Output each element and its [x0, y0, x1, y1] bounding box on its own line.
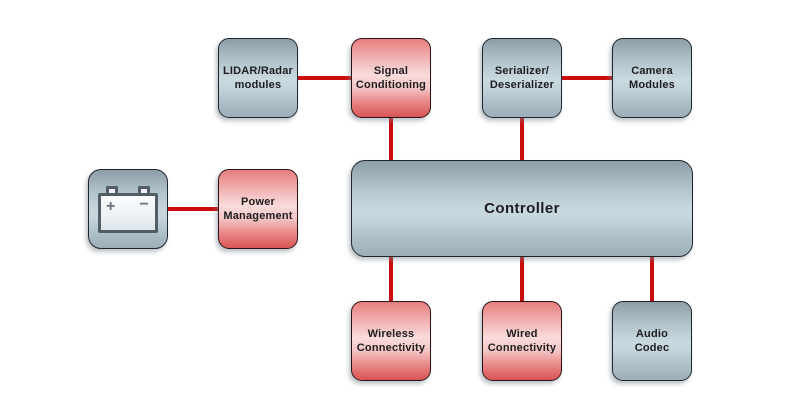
node-camera-modules: Camera Modules [612, 38, 692, 118]
node-label: Controller [484, 199, 560, 217]
connector-controller-to-wireless [389, 254, 393, 303]
node-label: Wired Connectivity [487, 327, 557, 354]
node-label: LIDAR/Radar modules [222, 64, 294, 91]
node-label: Camera Modules [628, 64, 675, 91]
battery-terminal-left [106, 185, 118, 196]
car-battery-icon: + − [98, 185, 158, 233]
connector-controller-to-wired [520, 254, 524, 303]
node-power-management: Power Management [218, 169, 298, 249]
node-wireless-connectivity: Wireless Connectivity [351, 301, 431, 381]
plus-symbol: + [106, 197, 116, 215]
node-label: Serializer/ Deserializer [489, 64, 555, 91]
node-label: Power Management [223, 195, 293, 222]
connector-controller-to-audio [650, 254, 654, 303]
connector-serializer-to-controller [520, 115, 524, 162]
node-label: Wireless Connectivity [356, 327, 426, 354]
connector-lidar-to-signal [297, 76, 353, 80]
node-label: Audio Codec [634, 327, 670, 354]
battery-body: + − [98, 192, 158, 233]
connector-battery-to-power [166, 207, 220, 211]
node-lidar-radar-modules: LIDAR/Radar modules [218, 38, 298, 118]
minus-symbol: − [139, 195, 149, 213]
node-signal-conditioning: Signal Conditioning [351, 38, 431, 118]
node-controller: Controller [351, 160, 693, 257]
connector-signal-to-controller [389, 115, 393, 162]
node-audio-codec: Audio Codec [612, 301, 692, 381]
connector-serializer-to-camera [560, 76, 614, 80]
node-battery: + − [88, 169, 168, 249]
battery-terminal-right [138, 185, 150, 196]
node-serializer-deserializer: Serializer/ Deserializer [482, 38, 562, 118]
node-wired-connectivity: Wired Connectivity [482, 301, 562, 381]
node-label: Signal Conditioning [355, 64, 427, 91]
